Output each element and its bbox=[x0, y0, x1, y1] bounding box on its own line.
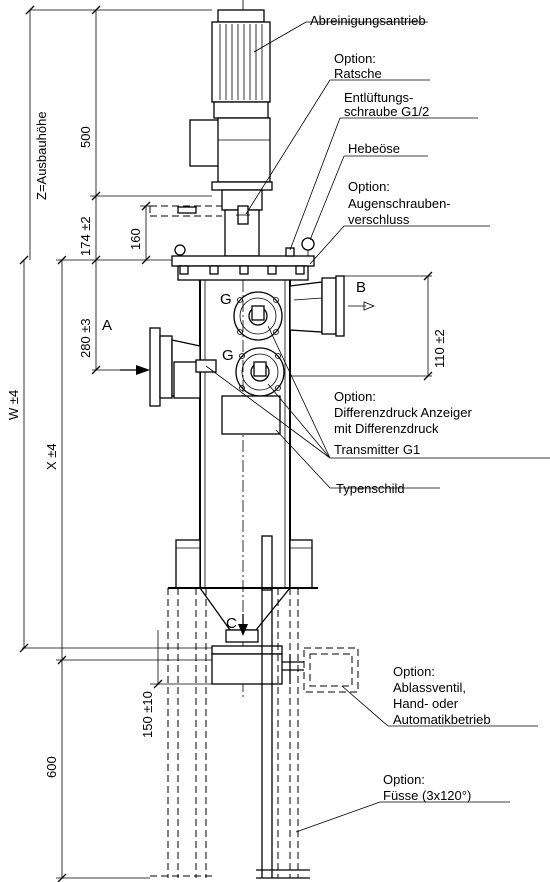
support-legs bbox=[150, 588, 310, 879]
label-port-g2: G bbox=[222, 347, 234, 364]
g-port-lower bbox=[235, 347, 285, 397]
dim-174: 174 ±2 bbox=[78, 216, 93, 256]
label-port-c: C bbox=[226, 615, 237, 632]
label-diff-line1: Differenzdruck Anzeiger bbox=[334, 405, 472, 420]
leader-lines bbox=[205, 21, 550, 833]
label-feet-option: Option: bbox=[383, 772, 425, 787]
label-port-g1: G bbox=[220, 291, 232, 308]
dim-160: 160 bbox=[128, 228, 143, 250]
drive-motor bbox=[211, 9, 271, 119]
label-diff-line2: mit Differenzdruck bbox=[334, 421, 439, 436]
label-diff-option: Option: bbox=[334, 389, 376, 404]
dim-110: 110 ±2 bbox=[432, 329, 447, 368]
label-ratchet-option: Option: bbox=[334, 51, 376, 66]
label-drive: Abreinigungsantrieb bbox=[310, 13, 426, 28]
label-eyebolt-line2: verschluss bbox=[348, 212, 410, 227]
label-diff-line3: Transmitter G1 bbox=[334, 442, 420, 457]
label-nameplate: Typenschild bbox=[336, 481, 405, 496]
cone-bottom bbox=[168, 587, 318, 685]
support-brackets bbox=[175, 535, 313, 591]
label-drain-option: Option: bbox=[393, 664, 435, 679]
dim-280: 280 ±3 bbox=[78, 318, 93, 358]
drain-valve-option bbox=[282, 647, 359, 693]
label-feet: Füsse (3x120°) bbox=[383, 788, 471, 803]
inlet-a-nozzle bbox=[149, 327, 217, 407]
label-lifting-eye: Hebeöse bbox=[348, 141, 400, 156]
ratchet-handle bbox=[149, 205, 222, 217]
nameplate bbox=[221, 395, 281, 435]
dim-x: X ±4 bbox=[44, 443, 59, 470]
g-port-upper bbox=[233, 291, 283, 341]
top-cover bbox=[171, 237, 315, 281]
label-drain-line3: Automatikbetrieb bbox=[393, 712, 491, 727]
dim-600: 600 bbox=[44, 756, 59, 778]
label-port-a: A bbox=[102, 317, 112, 334]
port-arrows bbox=[120, 301, 376, 636]
outlet-b-nozzle bbox=[289, 275, 345, 337]
label-eyebolt-option: Option: bbox=[348, 179, 390, 194]
label-port-b: B bbox=[356, 279, 366, 296]
dim-z-height: Z=Ausbauhöhe bbox=[34, 111, 49, 200]
dim-500: 500 bbox=[78, 126, 93, 148]
dim-w: W ±4 bbox=[6, 390, 21, 420]
bearing-housing bbox=[224, 205, 260, 257]
label-drain-line2: Hand- oder bbox=[393, 696, 459, 711]
dim-150: 150 ±10 bbox=[140, 691, 155, 738]
label-ratchet: Ratsche bbox=[334, 66, 382, 81]
label-eyebolt-line1: Augenschrauben- bbox=[348, 196, 451, 211]
label-drain-line1: Ablassventil, bbox=[393, 680, 466, 695]
filter-housing bbox=[199, 280, 291, 588]
label-vent-line2: schraube G1/2 bbox=[344, 104, 429, 119]
label-vent-line1: Entlüftungs- bbox=[344, 90, 413, 105]
